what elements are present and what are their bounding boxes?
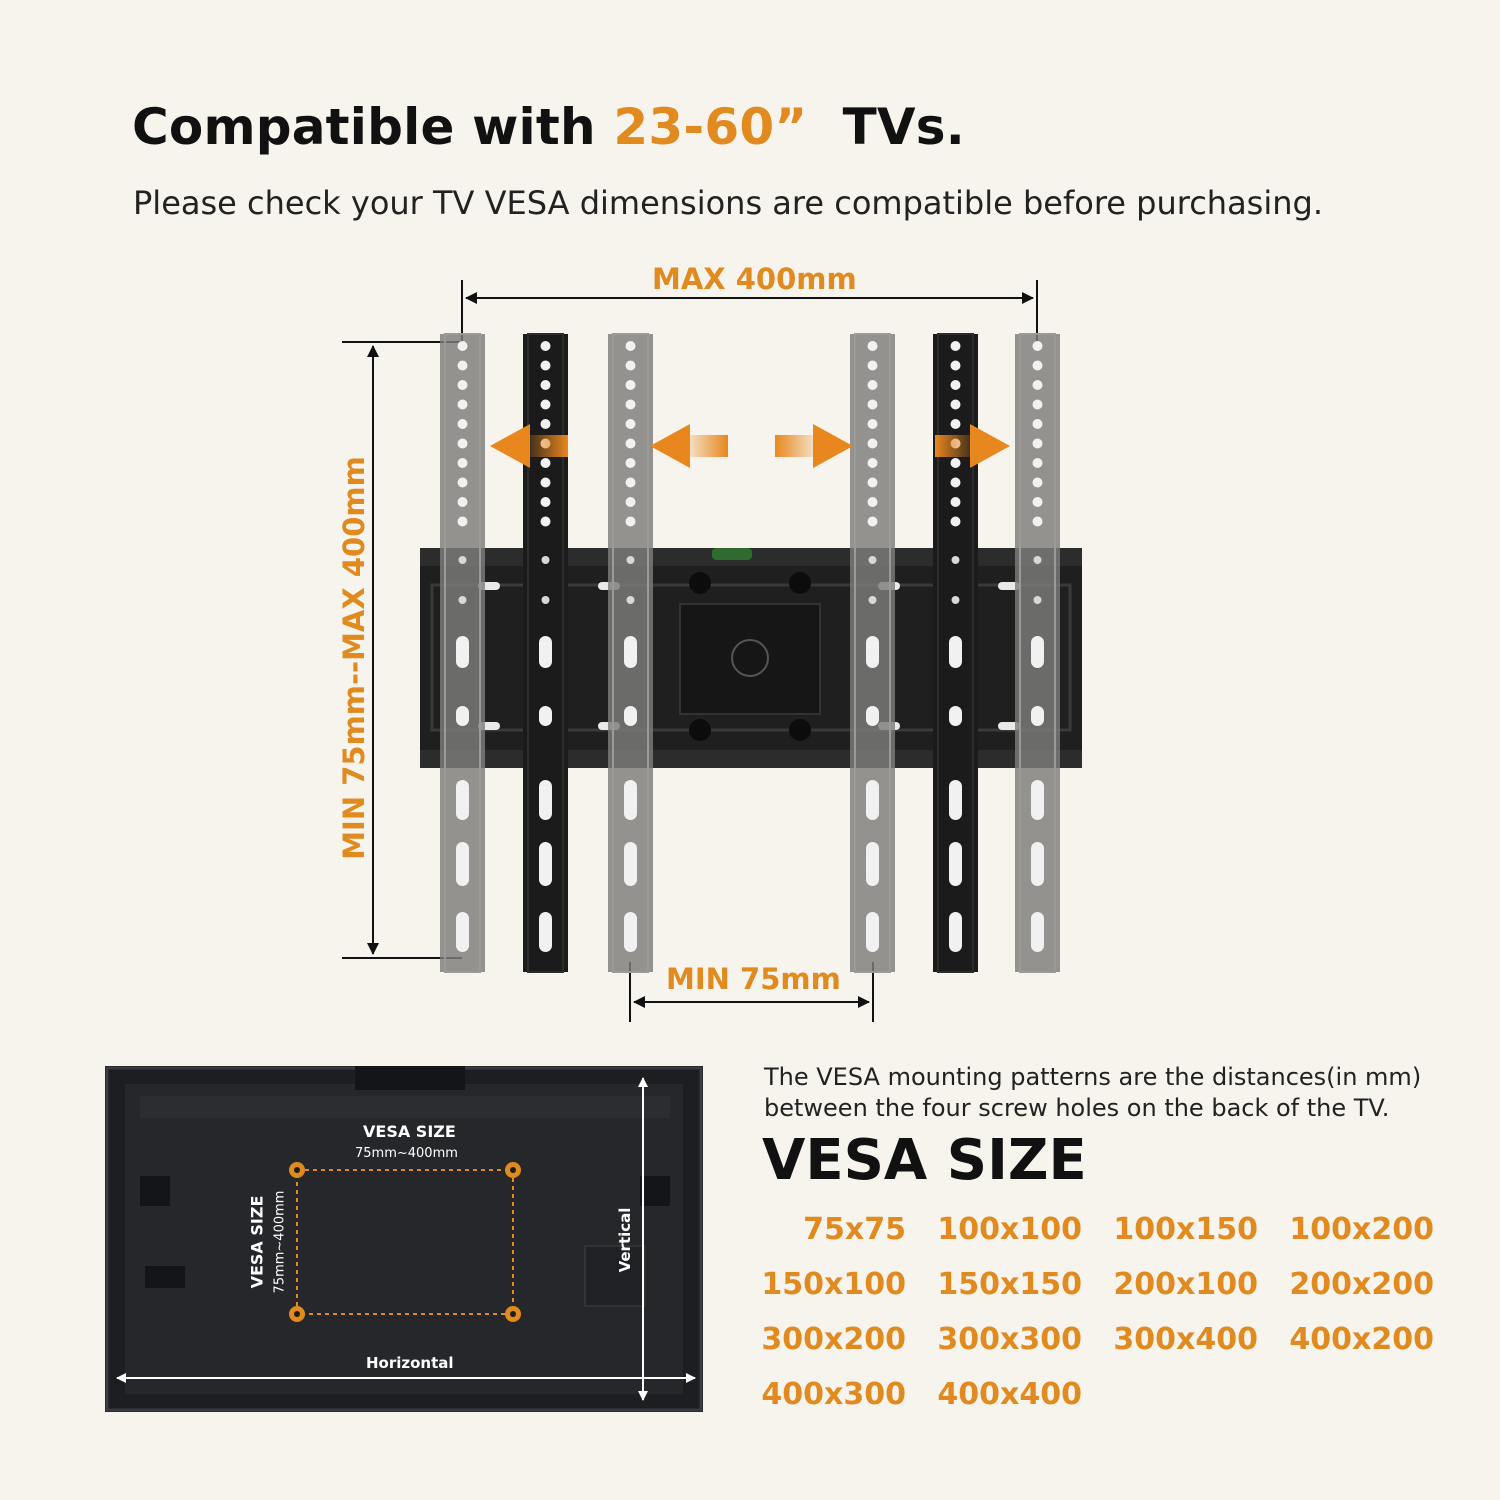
vesa-size-item: 400x400 xyxy=(937,1377,1082,1412)
vesa-pattern-outline xyxy=(296,1169,514,1315)
tv-vesa-range: 75mm~400mm xyxy=(355,1146,458,1161)
arrow-left-icon xyxy=(650,424,728,468)
arrow-left-icon xyxy=(490,424,568,468)
vesa-size-item: 100x150 xyxy=(1113,1212,1258,1247)
arrow-right-icon xyxy=(935,424,1010,468)
vesa-description-line: between the four screw holes on the back… xyxy=(764,1094,1390,1122)
vesa-size-item: 400x300 xyxy=(761,1377,906,1412)
max-width-label: MAX 400mm xyxy=(652,262,857,296)
vesa-size-item: 200x100 xyxy=(1113,1267,1258,1302)
bracket-arm xyxy=(440,333,485,973)
tv-vesa-size-label: VESA SIZE xyxy=(363,1122,456,1141)
vesa-size-item: 400x200 xyxy=(1289,1322,1434,1357)
vertical-range-label: MIN 75mm--MAX 400mm xyxy=(337,456,371,860)
vesa-size-item: 300x400 xyxy=(1113,1322,1258,1357)
headline-suffix: TVs. xyxy=(807,98,965,156)
vesa-size-item: 300x200 xyxy=(761,1322,906,1357)
vesa-size-item: 300x300 xyxy=(937,1322,1082,1357)
bracket-arm xyxy=(1015,333,1060,973)
subheadline: Please check your TV VESA dimensions are… xyxy=(133,184,1323,222)
vesa-description: The VESA mounting patterns are the dista… xyxy=(764,1062,1421,1124)
vesa-size-item: 75x75 xyxy=(803,1212,906,1247)
horizontal-label: Horizontal xyxy=(366,1354,454,1372)
vesa-size-item: 150x150 xyxy=(937,1267,1082,1302)
headline-prefix: Compatible with xyxy=(132,98,614,156)
vesa-size-item: 200x200 xyxy=(1289,1267,1434,1302)
tv-back-panel: VESA SIZE 75mm~400mm VESA SIZE 75mm~400m… xyxy=(105,1066,703,1412)
vesa-size-item: 100x200 xyxy=(1289,1212,1434,1247)
min-width-label: MIN 75mm xyxy=(666,962,841,996)
vesa-description-line: The VESA mounting patterns are the dista… xyxy=(764,1063,1422,1091)
vertical-label: Vertical xyxy=(616,1207,634,1273)
vesa-size-title: VESA SIZE xyxy=(762,1128,1087,1193)
tv-vesa-size-vertical-label: VESA SIZE xyxy=(247,1195,267,1289)
tv-back-illustration xyxy=(105,1066,703,1412)
headline-size-range: 23-60” xyxy=(613,98,808,156)
headline: Compatible with 23-60” TVs. xyxy=(132,98,965,156)
arrow-right-icon xyxy=(775,424,853,468)
vesa-size-item: 150x100 xyxy=(761,1267,906,1302)
adjust-arrows xyxy=(490,424,1010,468)
mount-bracket-diagram xyxy=(342,280,1082,1022)
bracket-arm xyxy=(850,333,895,973)
vesa-size-item: 100x100 xyxy=(937,1212,1082,1247)
tv-vesa-vertical-range: 75mm~400mm xyxy=(272,1190,288,1294)
wall-plate xyxy=(420,548,1082,768)
bracket-arm xyxy=(608,333,653,973)
bubble-level-icon xyxy=(712,548,752,560)
